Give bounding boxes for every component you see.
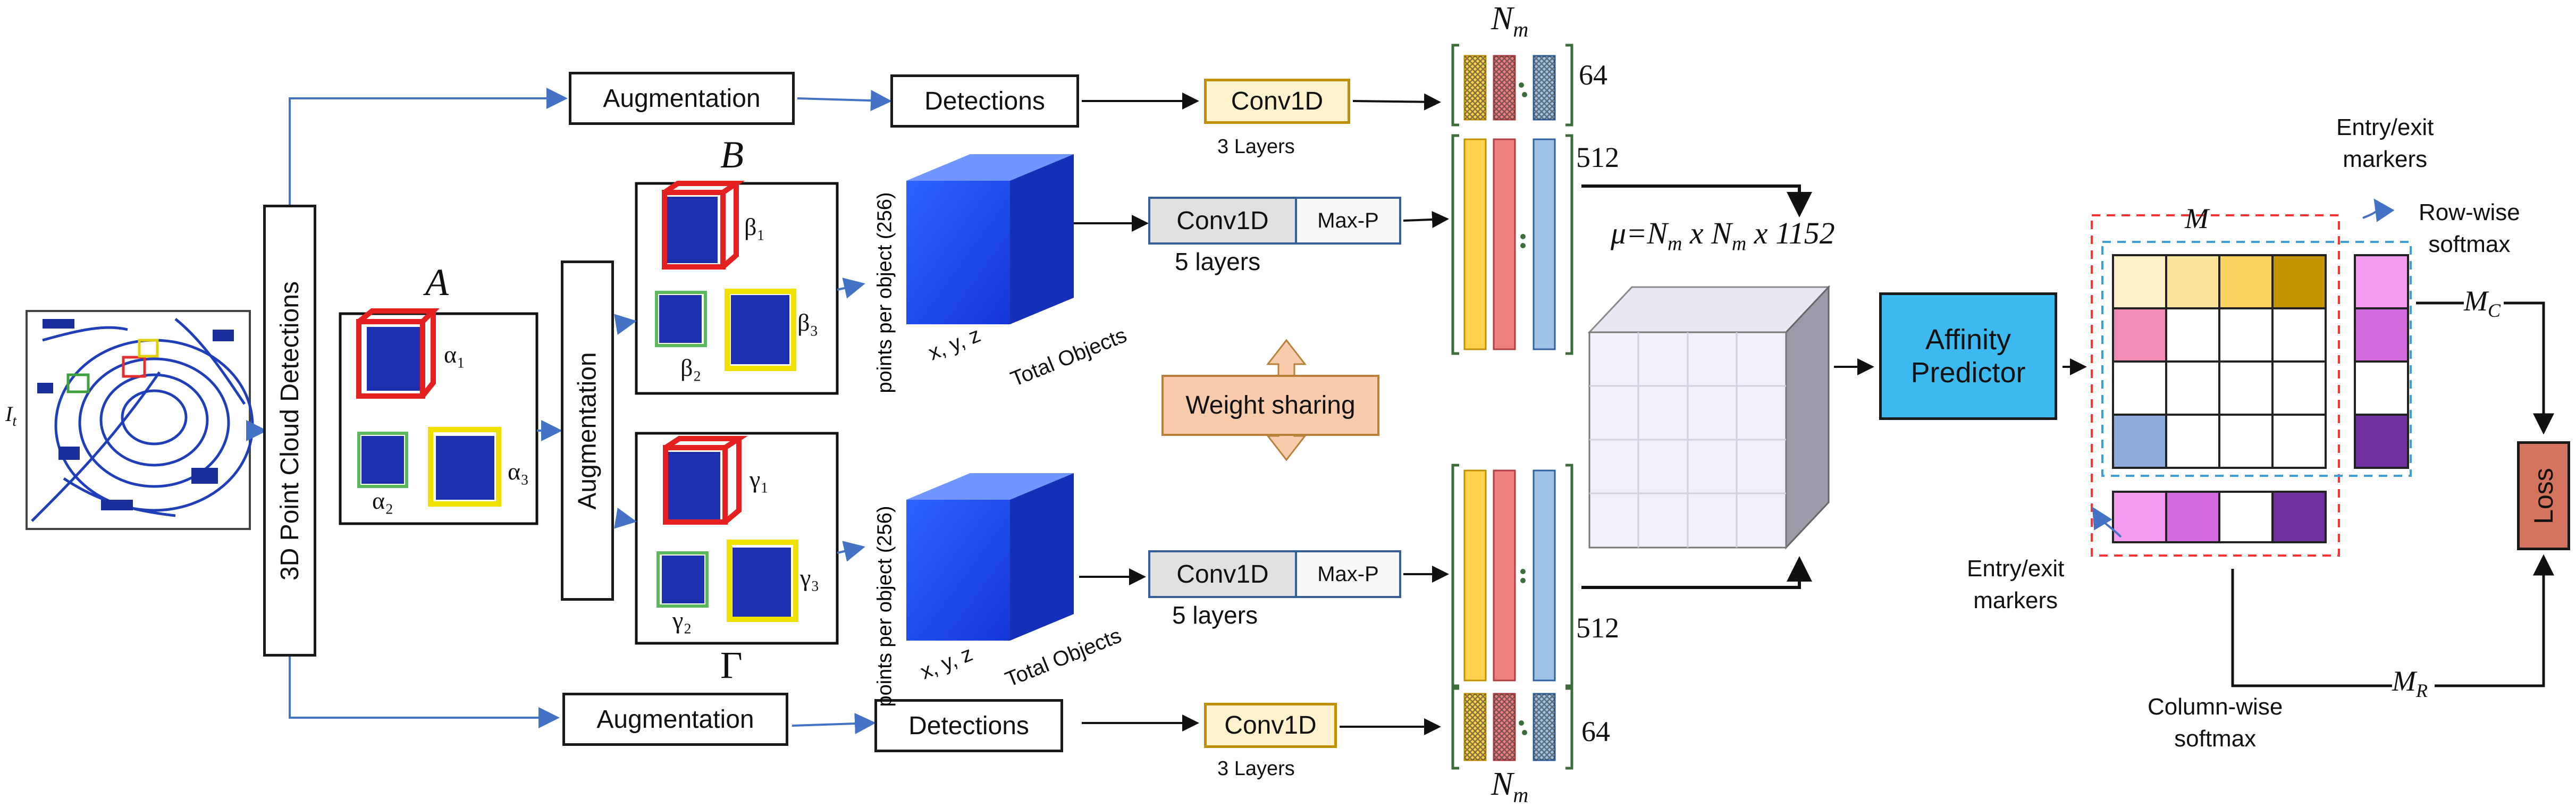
conv1d-bottom-layers: 3 Layers [1217, 758, 1295, 780]
matrix-blue-dashed-frame [2101, 241, 2412, 477]
affinity-line1: Affinity [1925, 324, 2011, 356]
entry-exit-column [2354, 254, 2409, 469]
entry-exit-cell [2354, 360, 2409, 416]
set-gamma-title: Γ [720, 644, 743, 686]
matrix-red-dashed-frame [2091, 214, 2340, 557]
nm-top-label: Nm [1491, 1, 1529, 41]
alpha3-label: α₃ [508, 458, 529, 485]
points-cube-bottom [906, 473, 1074, 641]
matrix-cell [2165, 414, 2220, 469]
augmentation-middle-box: Augmentation [561, 260, 614, 601]
conv1d-top: Conv1D [1204, 79, 1350, 124]
feature-stack-bottom-64 [1451, 687, 1573, 770]
gamma1-label: γ₁ [750, 466, 769, 493]
matrix-cell [2218, 307, 2274, 363]
set-a-panel [339, 308, 538, 525]
conv1d-big-bottom: Conv1D [1148, 550, 1297, 598]
mr-label: MR [2392, 665, 2428, 701]
detections-top-box: Detections [890, 74, 1079, 128]
matrix-cell [2112, 307, 2167, 363]
object-alpha2 [357, 432, 408, 488]
conv1d-big-top: Conv1D [1148, 197, 1297, 245]
mc-label: MC [2464, 285, 2501, 321]
cube-top-points-label: points per object (256) [873, 191, 896, 393]
gamma3-label: γ₃ [800, 564, 820, 591]
beta3-label: β₃ [797, 309, 819, 336]
conv1d-bottom: Conv1D [1204, 703, 1337, 748]
entry-exit-row [2112, 491, 2327, 543]
matrix-cell [2112, 254, 2167, 309]
entry-exit-cell [2354, 414, 2409, 469]
matrix-cell [2271, 360, 2327, 416]
entry-exit-cell [2165, 491, 2220, 543]
matrix-cell [2112, 414, 2167, 469]
entry-exit-cell [2218, 491, 2274, 543]
matrix-cell [2112, 360, 2167, 416]
point-cloud-image [26, 310, 254, 530]
object-alpha1 [356, 308, 440, 399]
matrix-cell [2218, 360, 2274, 416]
matrix-cell [2271, 307, 2327, 363]
black-arrows [1074, 93, 2554, 735]
set-gamma-panel [635, 432, 839, 645]
beta2-label: β₂ [680, 354, 702, 381]
affinity-predictor-box: Affinity Predictor [1879, 292, 2057, 420]
maxpool-bottom: Max-P [1295, 550, 1401, 598]
dim-64-top: 64 [1579, 59, 1607, 91]
conv1d-big-top-layers: 5 layers [1175, 248, 1261, 275]
entry-exit-cell [2354, 254, 2409, 309]
dim-512-top: 512 [1576, 141, 1619, 173]
nm-bottom-label: Nm [1491, 766, 1529, 807]
matrix-cell [2165, 360, 2220, 416]
gamma2-label: γ₂ [672, 607, 692, 634]
feature-stack-top-64 [1451, 44, 1573, 127]
beta1-label: β₁ [744, 213, 765, 240]
conv1d-top-layers: 3 Layers [1217, 136, 1295, 158]
input-frame-label: It [5, 402, 17, 430]
entry-exit-cell [2271, 491, 2327, 543]
object-alpha3 [428, 427, 501, 507]
alpha2-label: α₂ [372, 487, 394, 514]
set-a-title: A [425, 261, 449, 304]
maxpool-top: Max-P [1295, 197, 1401, 245]
matrix-cell [2218, 254, 2274, 309]
alpha1-label: α₁ [444, 341, 466, 368]
matrix-grid [2112, 254, 2327, 469]
set-b-title: B [720, 133, 744, 176]
loss-box: Loss [2517, 441, 2570, 550]
matrix-cell [2271, 414, 2327, 469]
affinity-line2: Predictor [1910, 357, 2026, 389]
conv1d-big-bottom-layers: 5 layers [1172, 601, 1258, 629]
matrix-label: M [2185, 203, 2209, 234]
points-cube-top [906, 154, 1074, 324]
affinity-volume-cube [1587, 285, 1831, 550]
detections-bottom-box: Detections [874, 699, 1063, 752]
feature-stack-bottom-512 [1451, 464, 1573, 687]
matrix-cell [2271, 254, 2327, 309]
mu-formula: μ=Nm x Nm x 1152 [1611, 216, 1835, 255]
cube-bottom-points-label: points per object (256) [873, 505, 896, 707]
feature-stack-top-512 [1451, 134, 1573, 355]
entry-exit-cell [2112, 491, 2167, 543]
blue-arrows [246, 88, 2395, 735]
entry-exit-cell [2354, 307, 2409, 363]
matrix-cell [2165, 254, 2220, 309]
augmentation-bottom-box: Augmentation [562, 693, 788, 746]
augmentation-top-box: Augmentation [569, 72, 795, 125]
matrix-cell [2165, 307, 2220, 363]
detection-box: 3D Point Cloud Detections [263, 205, 316, 657]
dim-512-bottom: 512 [1576, 612, 1619, 644]
weight-sharing-box: Weight sharing [1161, 375, 1379, 436]
matrix-cell [2218, 414, 2274, 469]
set-b-panel [635, 181, 839, 395]
dim-64-bottom: 64 [1581, 716, 1610, 747]
